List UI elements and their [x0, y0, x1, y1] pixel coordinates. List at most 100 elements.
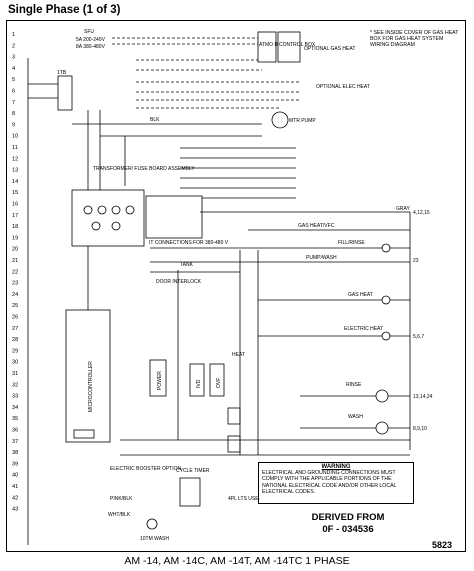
heat-label: HEAT [232, 352, 245, 358]
terminal-block-label: 1TB [57, 70, 67, 76]
line-number: 1 [12, 32, 15, 38]
wash-timer-label: 10TM WASH [140, 536, 169, 542]
wire-label-gray: GRAY [396, 206, 410, 212]
line-number: 13 [12, 168, 18, 174]
cycle-timer [179, 477, 201, 507]
line-number: 5 [12, 77, 15, 83]
gas-heat-note: * SEE INSIDE COVER OF GAS HEAT BOX FOR G… [370, 30, 459, 49]
line-number: 32 [12, 382, 18, 388]
pump-motor-symbol [271, 111, 289, 129]
line-number: 4 [12, 66, 15, 72]
cross-reference-column: 4,12,15 23 5,6,7 13,14,24 8,9,10 [413, 210, 433, 432]
line-number: 19 [12, 235, 18, 241]
it-connections-label: IT CONNECTIONS FOR 380-480 V [149, 240, 229, 246]
electric-booster-label: ELECTRIC BOOSTER OPTION [110, 466, 182, 472]
derived-from-line2: 0F - 034536 [322, 524, 374, 535]
diagram-frame [6, 20, 466, 552]
optional-elec-label: OPTIONAL ELEC HEAT [316, 84, 370, 90]
cross-reference: 8,9,10 [413, 426, 427, 432]
line-number: 30 [12, 360, 18, 366]
line-number: 6 [12, 89, 15, 95]
ivd-relay [189, 363, 205, 397]
line-number: 40 [12, 473, 18, 479]
line-number: 12 [12, 156, 18, 162]
ivd-label: IVD [196, 379, 202, 388]
rinse-motor-symbol [375, 389, 389, 403]
line-number: 10 [12, 134, 18, 140]
derived-from: DERIVED FROM 0F - 034536 [302, 512, 394, 536]
optional-gas-label: OPTIONAL GAS HEAT [304, 46, 355, 52]
line-number: 26 [12, 315, 18, 321]
line-number: 33 [12, 394, 18, 400]
line-number: 29 [12, 348, 18, 354]
pump-motor-label: MTR PUMP [289, 118, 316, 124]
warning-text: ELECTRICAL AND GROUNDING CONNECTIONS MUS… [262, 470, 397, 495]
gas-heat-label: GAS HEAT [348, 292, 373, 298]
wash-label: WASH [348, 414, 363, 420]
line-number-column: 1234567891011121314151617181920212223242… [12, 32, 18, 513]
supply-rating-2: 8A 380-480V [76, 44, 106, 50]
gas-heat-vfc-label: GAS HEAT/VFC [298, 223, 335, 229]
line-number: 38 [12, 450, 18, 456]
control-box-label: CONTROL BOX [279, 42, 316, 48]
line-number: 22 [12, 269, 18, 275]
line-number: 2 [12, 43, 15, 49]
line-number: 17 [12, 213, 18, 219]
line-number: 43 [12, 507, 18, 513]
door-interlock-label: DOOR INTERLOCK [156, 279, 202, 285]
page-number: 5823 [432, 540, 453, 550]
fuse-label: SFU [84, 29, 94, 35]
line-number: 3 [12, 55, 15, 61]
cross-reference: 13,14,24 [413, 394, 433, 400]
line-number: 42 [12, 495, 18, 501]
cycle-timer-label: CYCLE TIMER [176, 468, 210, 474]
cross-reference: 5,6,7 [413, 334, 424, 340]
transformer-label: TRANSFORMER/ FUSE BOARD ASSEMBLY [93, 166, 195, 172]
terminal-block [57, 75, 73, 111]
microcontroller-label: MICROCONTROLLER [88, 361, 94, 412]
ovf-label: OVF [216, 378, 222, 388]
cross-reference: 23 [413, 258, 419, 264]
pink-blk-label: PINK/BLK [110, 496, 133, 502]
line-number: 24 [12, 292, 18, 298]
electric-heat-label: ELECTRIC HEAT [344, 326, 383, 332]
line-number: 20 [12, 247, 18, 253]
line-number: 8 [12, 111, 15, 117]
page-title: Single Phase (1 of 3) [8, 4, 121, 16]
cross-reference: 4,12,15 [413, 210, 430, 216]
rinse-label: RINSE [346, 382, 362, 388]
model-caption: AM -14, AM -14C, AM -14T, AM -14TC 1 PHA… [124, 555, 350, 567]
control-box [277, 31, 301, 63]
warning-box: WARNING ELECTRICAL AND GROUNDING CONNECT… [258, 462, 414, 504]
line-number: 23 [12, 281, 18, 287]
line-number: 35 [12, 416, 18, 422]
line-number: 16 [12, 202, 18, 208]
pump-wash-label: PUMP/WASH [306, 255, 337, 261]
atmo-box [257, 31, 277, 63]
wire-label-blk: BLK [150, 117, 160, 123]
transformer-board [71, 189, 145, 247]
power-relay [149, 359, 167, 397]
it-connections-box [145, 195, 203, 239]
warning-heading: WARNING [321, 464, 351, 470]
wht-blk-label: WHT/BLK [108, 512, 131, 518]
wash-timer-symbol [146, 518, 158, 530]
line-number: 11 [12, 145, 18, 151]
line-number: 37 [12, 439, 18, 445]
derived-from-line1: DERIVED FROM [311, 512, 385, 523]
line-number: 9 [12, 122, 15, 128]
wash-motor-symbol [375, 421, 389, 435]
line-number: 7 [12, 100, 15, 106]
line-number: 34 [12, 405, 18, 411]
line-number: 41 [12, 484, 18, 490]
ovf-relay [209, 363, 225, 397]
line-number: 39 [12, 461, 18, 467]
atmo-box-label: ATMO BOX [259, 42, 286, 48]
tank-label: TANK [180, 262, 194, 268]
line-number: 15 [12, 190, 18, 196]
line-number: 28 [12, 337, 18, 343]
microcontroller-board [65, 309, 111, 443]
line-number: 31 [12, 371, 18, 377]
line-number: 36 [12, 428, 18, 434]
